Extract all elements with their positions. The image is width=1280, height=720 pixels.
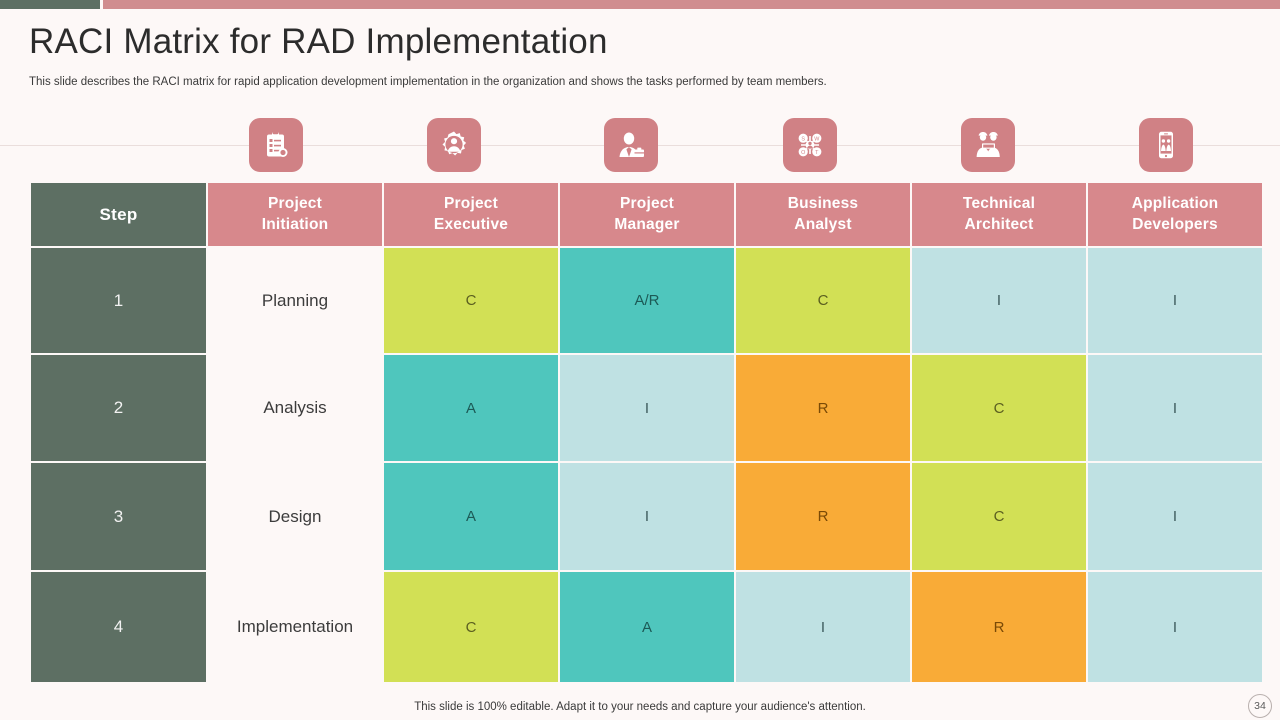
column-header-business-analyst[interactable]: Business Analyst [736,183,910,246]
page-number-badge: 34 [1248,694,1272,718]
cell-raci-application-developers[interactable]: I [1088,572,1262,682]
cell-task-name[interactable]: Planning [208,248,382,353]
businessman-briefcase-icon[interactable] [604,118,658,172]
cell-raci-business-analyst[interactable]: I [736,572,910,682]
cell-raci-technical-architect[interactable]: C [912,355,1086,461]
table-row: 3 Design A I R C I [31,463,1262,570]
table-row: 2 Analysis A I R C I [31,355,1262,461]
icon-strip: S W O T [0,118,1280,174]
header-line-1: Project [620,194,674,212]
cell-raci-technical-architect[interactable]: C [912,463,1086,570]
header-line-2: Manager [614,215,680,233]
page-title: RACI Matrix for RAD Implementation [29,22,608,61]
cell-raci-business-analyst[interactable]: C [736,248,910,353]
header-line-2: Analyst [794,215,852,233]
top-bar-green-segment [0,0,100,9]
cell-task-name[interactable]: Analysis [208,355,382,461]
header-line-1: Application [1131,194,1219,212]
column-header-project-manager[interactable]: Project Manager [560,183,734,246]
cell-raci-project-manager[interactable]: I [560,463,734,570]
svg-text:W: W [814,136,820,142]
column-header-project-initiation[interactable]: Project Initiation [208,183,382,246]
two-engineers-icon[interactable] [961,118,1015,172]
cell-raci-business-analyst[interactable]: R [736,355,910,461]
cell-raci-project-executive[interactable]: A [384,463,558,570]
header-line-1: Project [268,194,322,212]
top-decoration-bars [0,0,1280,9]
table-row: 1 Planning C A/R C I I [31,248,1262,353]
cell-task-name[interactable]: Implementation [208,572,382,682]
raci-matrix-table: Step Project Initiation Project Executiv… [29,181,1264,684]
cell-step-number[interactable]: 3 [31,463,206,570]
header-line-1: Technical [962,194,1036,212]
cell-raci-project-manager[interactable]: I [560,355,734,461]
svg-text:T: T [815,150,819,156]
cell-raci-project-manager[interactable]: A [560,572,734,682]
table-row: 4 Implementation C A I R I [31,572,1262,682]
column-header-application-developers[interactable]: Application Developers [1088,183,1262,246]
cell-raci-technical-architect[interactable]: I [912,248,1086,353]
cell-raci-application-developers[interactable]: I [1088,355,1262,461]
page-subtitle: This slide describes the RACI matrix for… [29,76,827,88]
cell-raci-project-executive[interactable]: A [384,355,558,461]
cell-raci-project-manager[interactable]: A/R [560,248,734,353]
header-line-2: Developers [1132,215,1218,233]
cell-step-number[interactable]: 1 [31,248,206,353]
column-header-project-executive[interactable]: Project Executive [384,183,558,246]
mobile-app-icon[interactable] [1139,118,1193,172]
cell-task-name[interactable]: Design [208,463,382,570]
column-header-technical-architect[interactable]: Technical Architect [912,183,1086,246]
header-line-2: Architect [964,215,1034,233]
cell-step-number[interactable]: 4 [31,572,206,682]
header-line-2: Initiation [261,215,329,233]
top-bar-pink-segment [103,0,1280,9]
footer-note: This slide is 100% editable. Adapt it to… [414,701,866,713]
header-line-1: Project [444,194,498,212]
swot-analysis-icon[interactable]: S W O T [783,118,837,172]
cell-raci-application-developers[interactable]: I [1088,248,1262,353]
header-line-2: Executive [433,215,509,233]
cell-raci-project-executive[interactable]: C [384,572,558,682]
header-line-1: Business [787,194,859,212]
gear-person-icon[interactable] [427,118,481,172]
cell-raci-business-analyst[interactable]: R [736,463,910,570]
clipboard-checklist-icon[interactable] [249,118,303,172]
cell-step-number[interactable]: 2 [31,355,206,461]
table-header-row: Step Project Initiation Project Executiv… [31,183,1262,246]
cell-raci-application-developers[interactable]: I [1088,463,1262,570]
cell-raci-technical-architect[interactable]: R [912,572,1086,682]
svg-text:S: S [801,136,805,142]
cell-raci-project-executive[interactable]: C [384,248,558,353]
svg-text:O: O [801,150,805,156]
column-header-step[interactable]: Step [31,183,206,246]
